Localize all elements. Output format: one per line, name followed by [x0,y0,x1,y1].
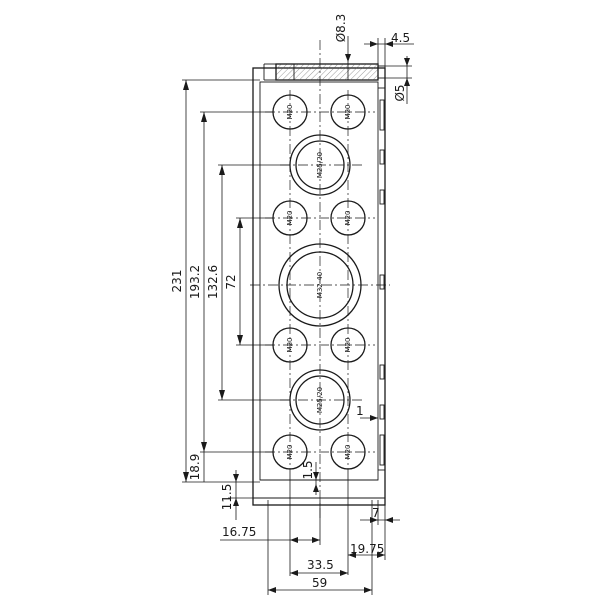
dimension-1-5: 1.5 [301,460,319,495]
m25-20-holes: M25/20 M25/20 [289,134,351,431]
svg-text:M20: M20 [344,211,352,226]
svg-text:M20: M20 [286,338,294,353]
hole-m32-40: M32-40 [278,243,362,327]
svg-text:7: 7 [372,506,380,520]
svg-text:M25/20: M25/20 [316,387,324,413]
svg-text:M20: M20 [344,445,352,460]
dimension-132-6: 132.6 [206,164,290,401]
svg-text:16.75: 16.75 [222,525,256,539]
svg-text:M20: M20 [286,211,294,226]
svg-text:M20: M20 [286,445,294,460]
svg-text:193.2: 193.2 [188,265,202,299]
svg-text:11.5: 11.5 [220,484,234,511]
svg-text:132.6: 132.6 [206,265,220,299]
svg-text:1: 1 [356,404,364,418]
dimension-dia-5: Ø5 [385,56,412,104]
dimension-1: 1 [356,404,378,421]
dimension-4-5: 4.5 [364,31,414,66]
svg-text:4.5: 4.5 [391,31,410,45]
hole-m20-top-right: M20 [330,94,366,130]
hole-m20-bottom-right: M20 [330,434,366,470]
dimension-16-75: 16.75 [220,470,321,545]
svg-text:M20: M20 [286,105,294,120]
svg-text:72: 72 [224,274,238,289]
svg-text:M32-40: M32-40 [316,272,324,298]
dimension-193-2: 193.2 [188,111,273,453]
svg-text:33.5: 33.5 [307,558,334,572]
svg-text:231: 231 [170,270,184,293]
svg-text:M25/20: M25/20 [316,152,324,178]
dimension-dia-8-3: Ø8.3 [334,14,351,80]
dimension-33-5: 33.5 [289,545,348,576]
svg-text:19.75: 19.75 [350,542,384,556]
side-ribs [379,99,385,466]
dimension-19-75: 19.75 [347,470,386,575]
top-screw-section [263,63,386,81]
dimension-11-5: 11.5 [220,470,253,520]
hole-m20-upper-right: M20 [330,200,366,236]
svg-text:1.5: 1.5 [301,460,315,479]
svg-text:59: 59 [312,576,327,590]
dimension-7: 7 [360,500,400,525]
svg-text:18.9: 18.9 [188,454,202,481]
svg-text:M20: M20 [344,338,352,353]
hole-m20-lower-right: M20 [330,327,366,363]
svg-text:M20: M20 [344,105,352,120]
svg-text:Ø8.3: Ø8.3 [334,14,348,43]
dimension-231: 231 [170,79,260,483]
dimension-59: 59 [267,500,373,595]
svg-text:Ø5: Ø5 [393,84,407,101]
dimension-18-9: 18.9 [188,452,205,482]
dimension-72: 72 [224,217,273,346]
